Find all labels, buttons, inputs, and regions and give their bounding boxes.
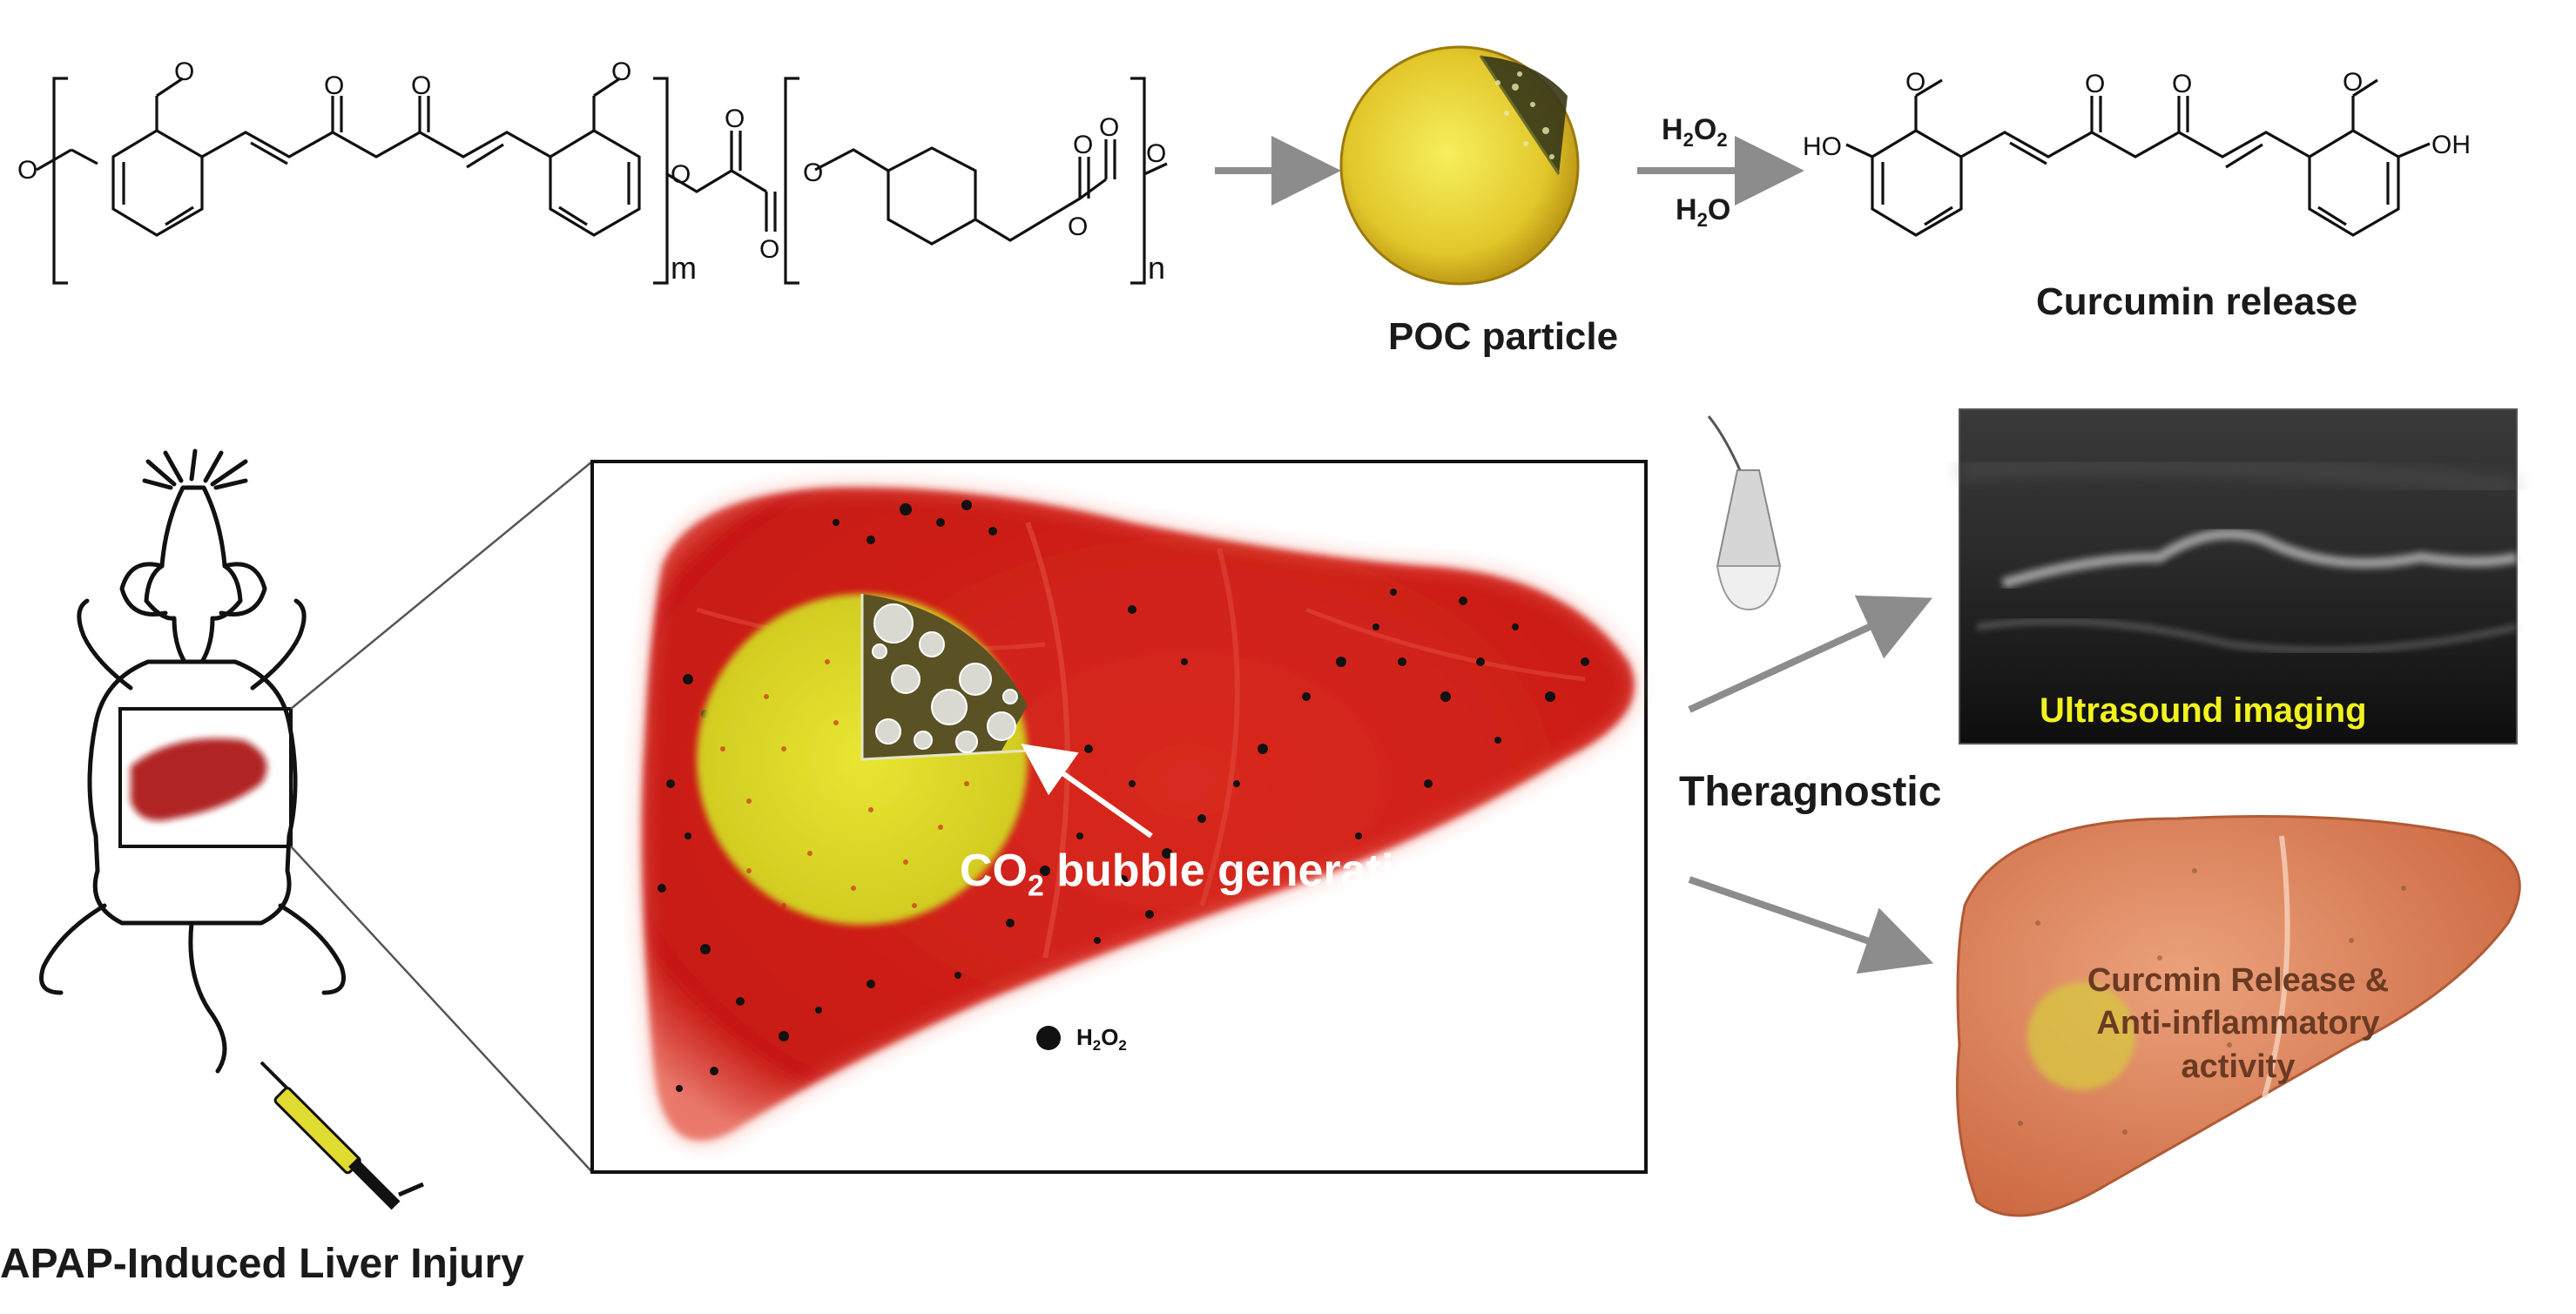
reagent-h2o-label: H2O	[1676, 193, 1731, 231]
treatment-line-3: activity	[2181, 1048, 2296, 1085]
bracket-n-left	[784, 77, 799, 285]
ultrasound-imaging-label: Ultrasound imaging	[2040, 691, 2367, 730]
h2o2-dots	[657, 500, 1589, 1092]
repeat-unit-m: m	[671, 250, 697, 286]
arrow-to-ultrasound	[1688, 595, 1933, 713]
reagent-h2o2-label: H2O2	[1662, 113, 1728, 151]
zoom-line-bottom	[290, 846, 593, 1173]
treatment-line-2: Anti-inflammatory	[2096, 1005, 2380, 1042]
methoxy-o-top-right: O	[611, 57, 631, 86]
arrow-to-treatment	[1688, 876, 1934, 974]
methoxy-o-top-left: O	[174, 57, 194, 86]
co2-bubbles	[872, 603, 1018, 753]
carbonyl-o-6: O	[1099, 113, 1119, 142]
curcumin-release-label: Curcumin release	[2036, 280, 2358, 323]
polymer-structure	[36, 77, 1168, 285]
zoomed-poc-particle	[697, 594, 1153, 925]
ultrasound-probe-icon	[1707, 415, 1782, 611]
ester-o-1: O	[671, 160, 691, 189]
hydroxyl-right: OH	[2431, 131, 2471, 159]
bubble-pointer-arrow	[1021, 744, 1153, 839]
zoom-region-box	[118, 707, 293, 848]
h2o2-legend-dot	[1036, 1026, 1061, 1050]
h2o2-legend-label: H2O2	[1076, 1024, 1127, 1055]
bracket-m-left	[52, 77, 68, 285]
ether-o-n-2: O	[1068, 212, 1088, 241]
bracket-m-right	[653, 77, 669, 285]
carbonyl-o-2: O	[411, 71, 431, 100]
hydroxyl-left: HO	[1803, 132, 1842, 161]
carbonyl-o-1: O	[324, 71, 344, 100]
poc-particle-label: POC particle	[1388, 315, 1619, 358]
ether-o-n: O	[803, 158, 823, 187]
curcumin-labels: HO O O O O OH	[1803, 68, 2471, 161]
carbonyl-o-4: O	[759, 235, 779, 264]
carbonyl-o-curcumin-2: O	[2172, 70, 2192, 98]
treatment-line-1: Curcmin Release &	[2087, 962, 2390, 999]
terminal-o: O	[1146, 139, 1166, 168]
zoom-line-top	[290, 461, 593, 710]
treated-liver	[1956, 815, 2521, 1217]
poc-particle-icon	[1339, 45, 1580, 286]
methoxy-o-curcumin-right: O	[2343, 68, 2363, 97]
co2-bubble-label: CO2 bubble generatio	[960, 846, 1422, 903]
apap-injury-label: APAP-Induced Liver Injury	[0, 1241, 524, 1287]
carbonyl-o-curcumin-1: O	[2085, 70, 2105, 98]
methoxy-o-left: O	[17, 156, 37, 185]
syringe-icon	[260, 1061, 424, 1210]
curcumin-structure	[1845, 78, 2431, 237]
repeat-unit-n: n	[1148, 250, 1165, 286]
theragnostic-label: Theragnostic	[1679, 769, 1942, 815]
mouse-outline	[39, 448, 346, 1074]
bracket-n-right	[1130, 77, 1146, 285]
carbonyl-o-3: O	[725, 104, 745, 133]
carbonyl-o-5: O	[1073, 131, 1093, 159]
methoxy-o-curcumin-left: O	[1905, 68, 1925, 97]
mouse-liver	[131, 738, 267, 821]
ultrasound-image	[1959, 408, 2519, 745]
treatment-outcome-text: Curcmin Release & Anti-inflammatory acti…	[2012, 960, 2465, 1088]
polymer-labels: O O O O O O O O O O O O O m n	[17, 57, 1166, 286]
